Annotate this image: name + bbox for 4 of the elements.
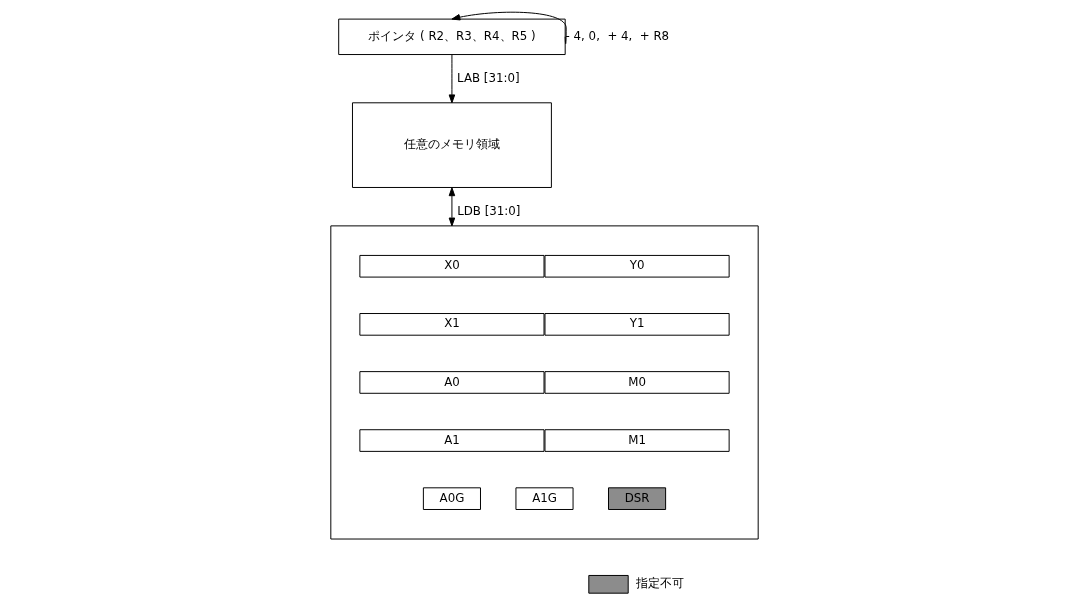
edge-label: - 4, 0, + 4, + R8 [565, 28, 669, 43]
edge-label: LDB [31:0] [456, 203, 520, 218]
edge-label: LAB [31:0] [456, 70, 519, 85]
legend-label: 指定不可 [635, 576, 684, 591]
